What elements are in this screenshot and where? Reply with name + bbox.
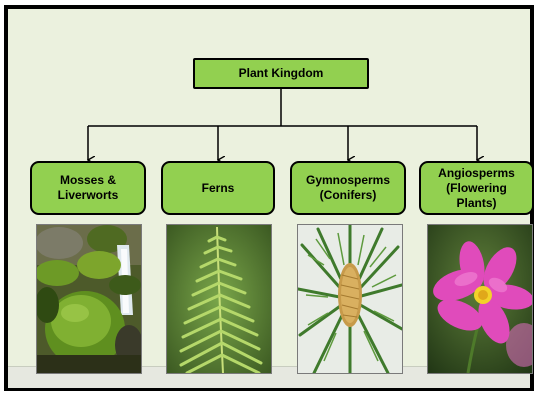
node-angiosperms: Angiosperms (Flowering Plants)	[419, 161, 534, 215]
node-label-line: Angiosperms	[438, 166, 515, 180]
moss-on-rock-photo	[36, 224, 142, 374]
root-node-plant-kingdom: Plant Kingdom	[193, 58, 369, 89]
root-node-label: Plant Kingdom	[239, 66, 324, 81]
node-label-line: Ferns	[202, 181, 235, 196]
node-label-line: Liverworts	[58, 188, 119, 202]
cycad-cone-photo	[297, 224, 403, 374]
fern-frond-photo	[166, 224, 272, 374]
node-gymnosperms: Gymnosperms (Conifers)	[290, 161, 406, 215]
node-label-line: Mosses &	[60, 173, 116, 187]
node-mosses-liverworts: Mosses & Liverworts	[30, 161, 146, 215]
pink-cosmos-flower-photo	[427, 224, 533, 374]
node-ferns: Ferns	[161, 161, 275, 215]
node-label-line: Plants)	[456, 196, 496, 210]
node-label-line: (Flowering	[446, 181, 507, 195]
node-label-line: Gymnosperms	[306, 173, 390, 187]
node-label-line: (Conifers)	[320, 188, 377, 202]
